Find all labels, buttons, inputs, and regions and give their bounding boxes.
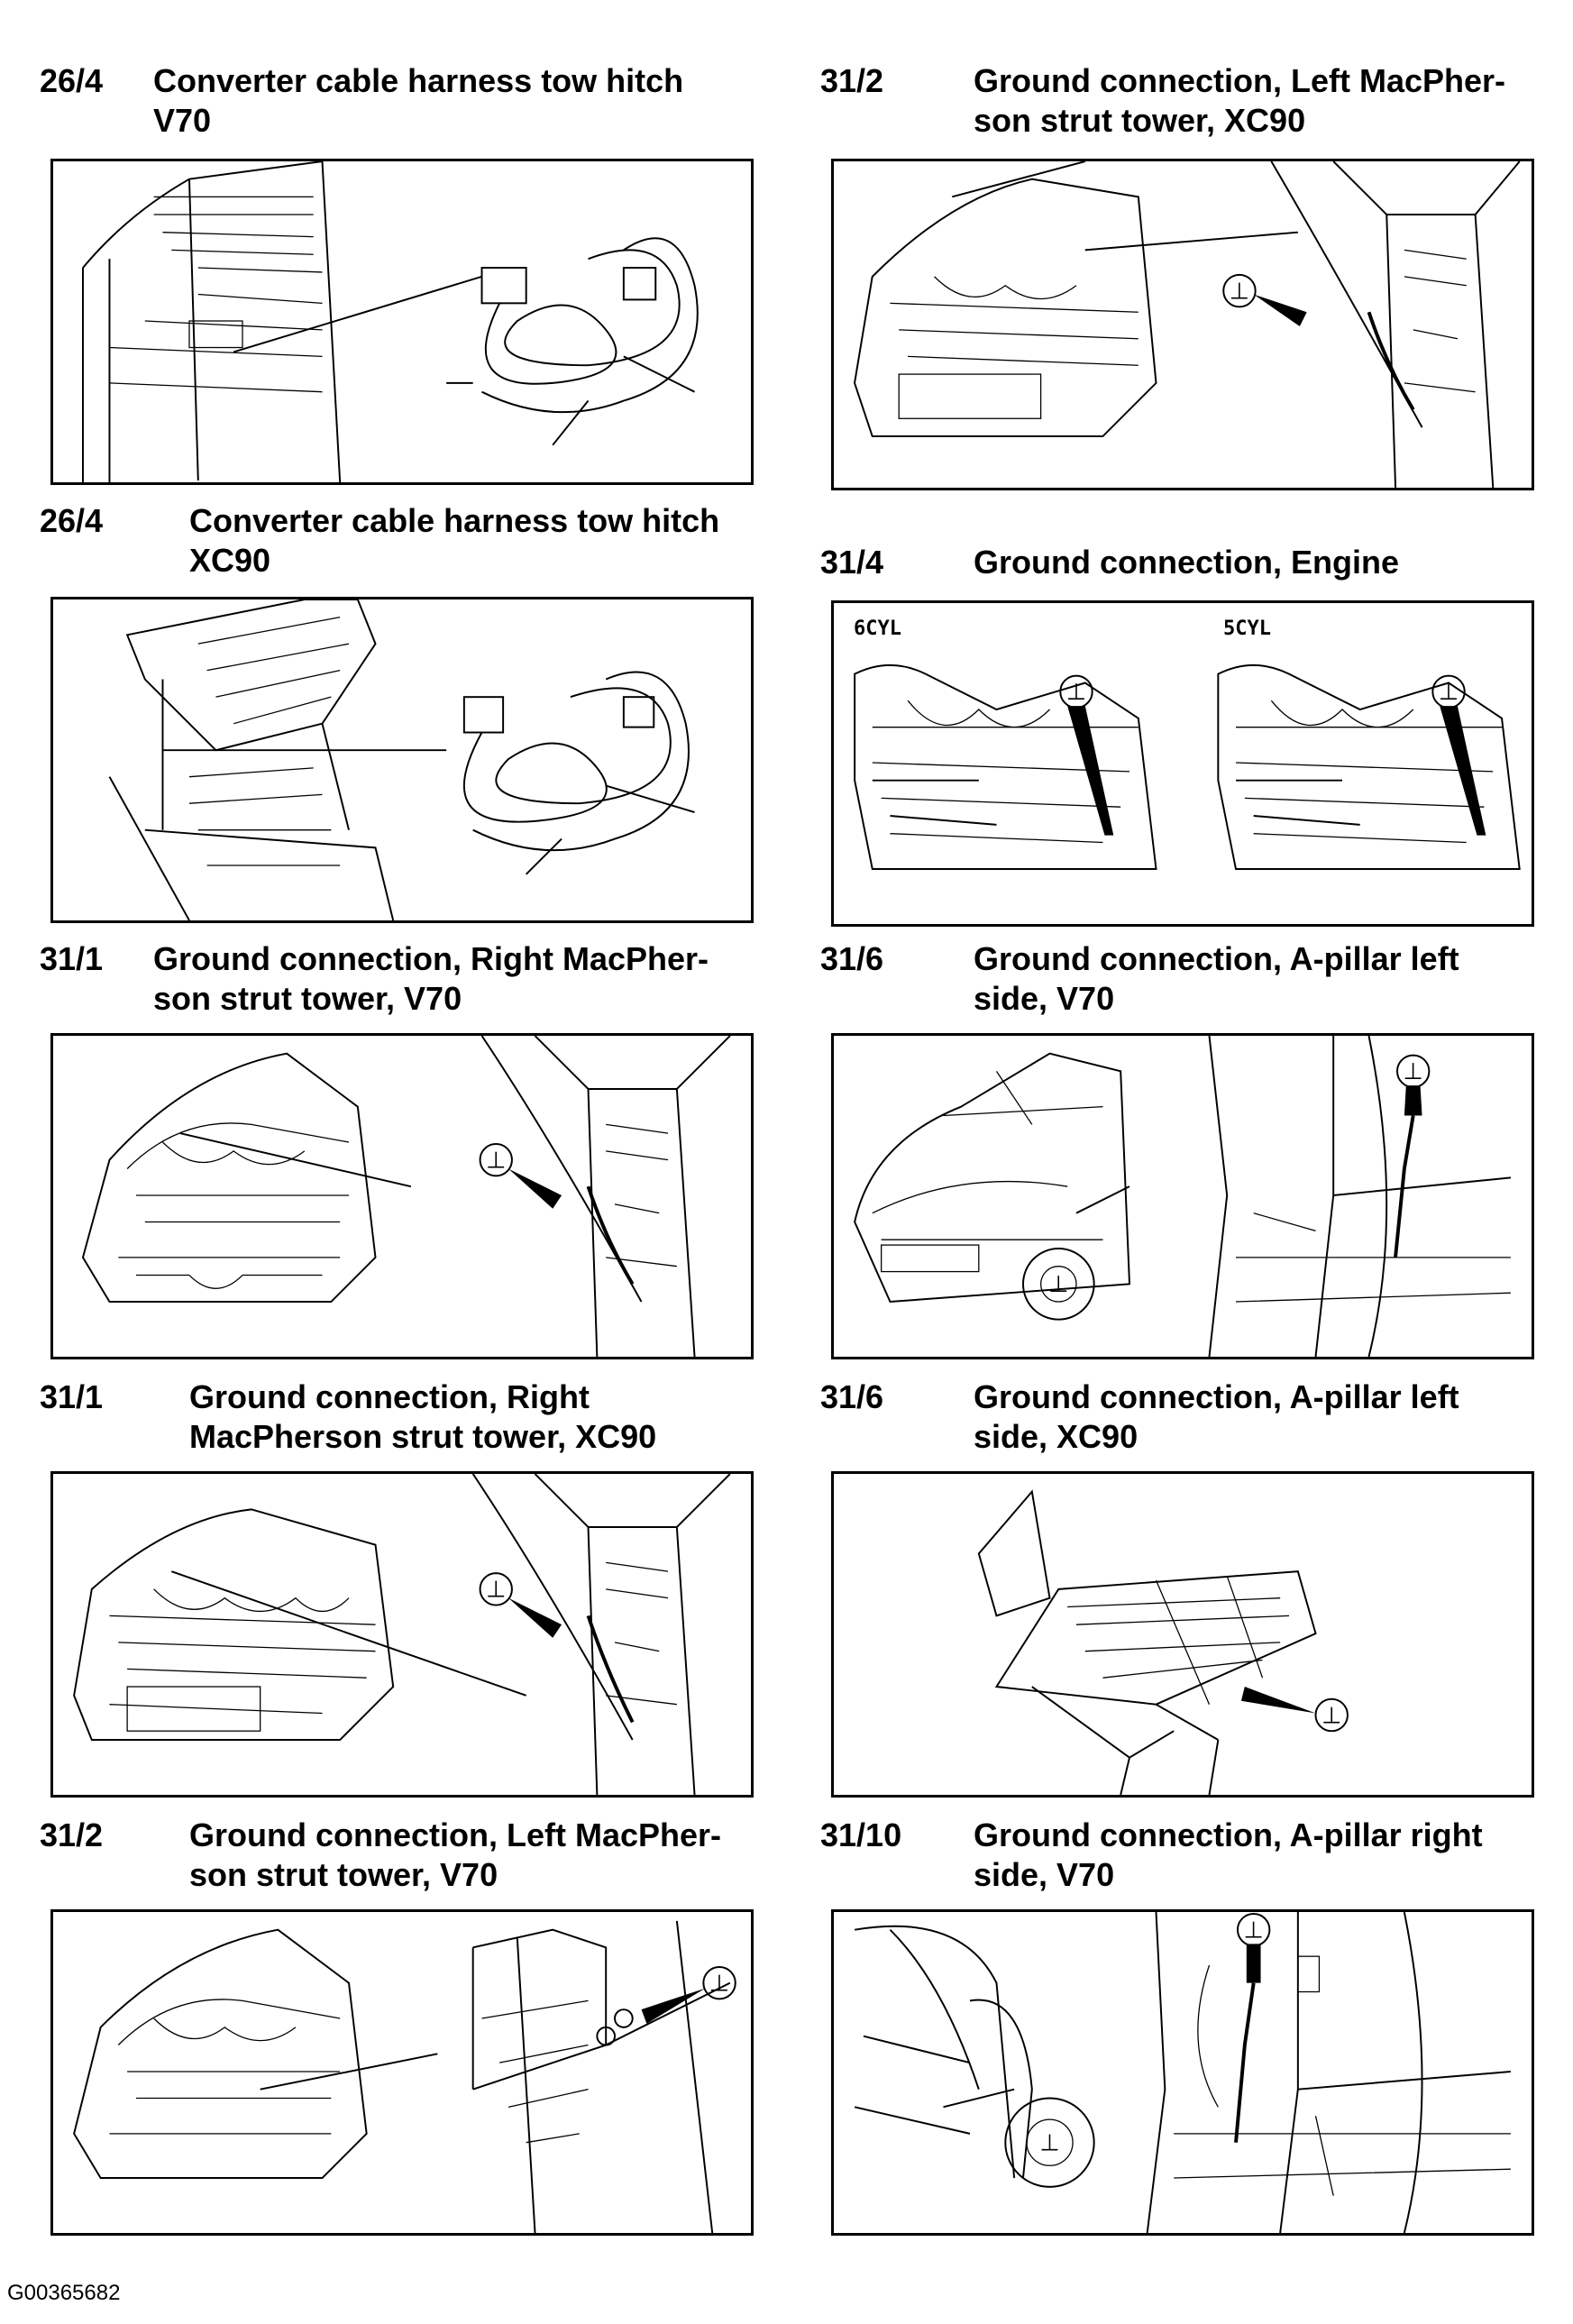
ground-symbol-icon: ⊥	[1404, 1058, 1423, 1085]
entry-code: 31/4	[820, 544, 884, 581]
figure-code: G00365682	[7, 2281, 121, 2305]
entry-code: 31/2	[40, 1816, 104, 1853]
illustration-a-pillar-right-v70: ⊥⊥	[831, 1909, 1534, 2236]
engine-bay-illustration: ⊥	[977, 1489, 1349, 1795]
entry-code: 26/4	[40, 62, 104, 99]
ground-symbol-icon: ⊥	[1439, 679, 1459, 706]
entry-title: Converter cable harness tow hitch V70	[153, 62, 684, 139]
cable-harness-illustration	[81, 161, 699, 482]
entry-code: 31/1	[40, 1378, 104, 1415]
entry-code: 31/2	[820, 62, 884, 99]
entry-title: Ground connection, Engine	[974, 544, 1399, 581]
engine-bay-illustration: ⊥	[854, 161, 1521, 488]
entry-code: 31/10	[820, 1816, 902, 1853]
engine-bay-illustration: ⊥⊥	[854, 663, 1521, 871]
ground-symbol-icon: ⊥	[1244, 1917, 1264, 1944]
engine-bay-illustration: ⊥	[81, 1036, 731, 1357]
illustration-right-strut-v70: ⊥	[50, 1033, 754, 1359]
engine-bay-illustration: ⊥⊥	[854, 1036, 1511, 1357]
entry-title: Ground connection, Left MacPher- son str…	[974, 62, 1506, 139]
ground-symbol-icon: ⊥	[1322, 1702, 1341, 1729]
ground-symbol-icon: ⊥	[486, 1577, 506, 1604]
illustration-a-pillar-left-xc90: ⊥	[831, 1471, 1534, 1798]
ground-symbol-icon: ⊥	[1066, 679, 1086, 706]
cable-harness-illustration	[108, 599, 695, 920]
engine-bay-illustration: ⊥⊥	[854, 1912, 1511, 2233]
illustration-right-strut-xc90: ⊥	[50, 1471, 754, 1798]
engine-bay-illustration: ⊥	[73, 1474, 731, 1795]
ground-symbol-icon: ⊥	[1039, 2130, 1059, 2157]
illustration-a-pillar-left-v70: ⊥⊥	[831, 1033, 1534, 1359]
ground-symbol-icon: ⊥	[1048, 1271, 1068, 1298]
entry-code: 31/6	[820, 1378, 884, 1415]
entry-title: Ground connection, A-pillar left side, X…	[974, 1378, 1459, 1455]
entry-title: Ground connection, A-pillar left side, V…	[974, 940, 1459, 1017]
entry-code: 31/6	[820, 940, 884, 977]
ground-symbol-icon: ⊥	[709, 1971, 729, 1998]
ground-symbol-icon: ⊥	[486, 1148, 506, 1175]
illustration-left-strut-xc90: ⊥	[831, 159, 1534, 490]
entry-title: Converter cable harness tow hitch XC90	[189, 502, 720, 579]
illustration-left-strut-v70: ⊥	[50, 1909, 754, 2236]
variant-label-5cyl: 5CYL	[1223, 618, 1271, 640]
entry-title: Ground connection, Right MacPher- son st…	[153, 940, 709, 1017]
entry-title: Ground connection, Right MacPherson stru…	[189, 1378, 657, 1455]
ground-symbol-icon: ⊥	[1230, 278, 1249, 305]
illustration-tow-hitch-xc90	[50, 597, 754, 923]
entry-title: Ground connection, Left MacPher- son str…	[189, 1816, 722, 1893]
entry-code: 26/4	[40, 502, 104, 539]
entry-code: 31/1	[40, 940, 104, 977]
illustration-engine-ground: 6CYL 5CYL ⊥⊥	[831, 600, 1534, 927]
variant-label-6cyl: 6CYL	[854, 618, 901, 640]
illustration-tow-hitch-v70	[50, 159, 754, 485]
engine-bay-illustration: ⊥	[73, 1920, 736, 2233]
entry-title: Ground connection, A-pillar right side, …	[974, 1816, 1483, 1893]
